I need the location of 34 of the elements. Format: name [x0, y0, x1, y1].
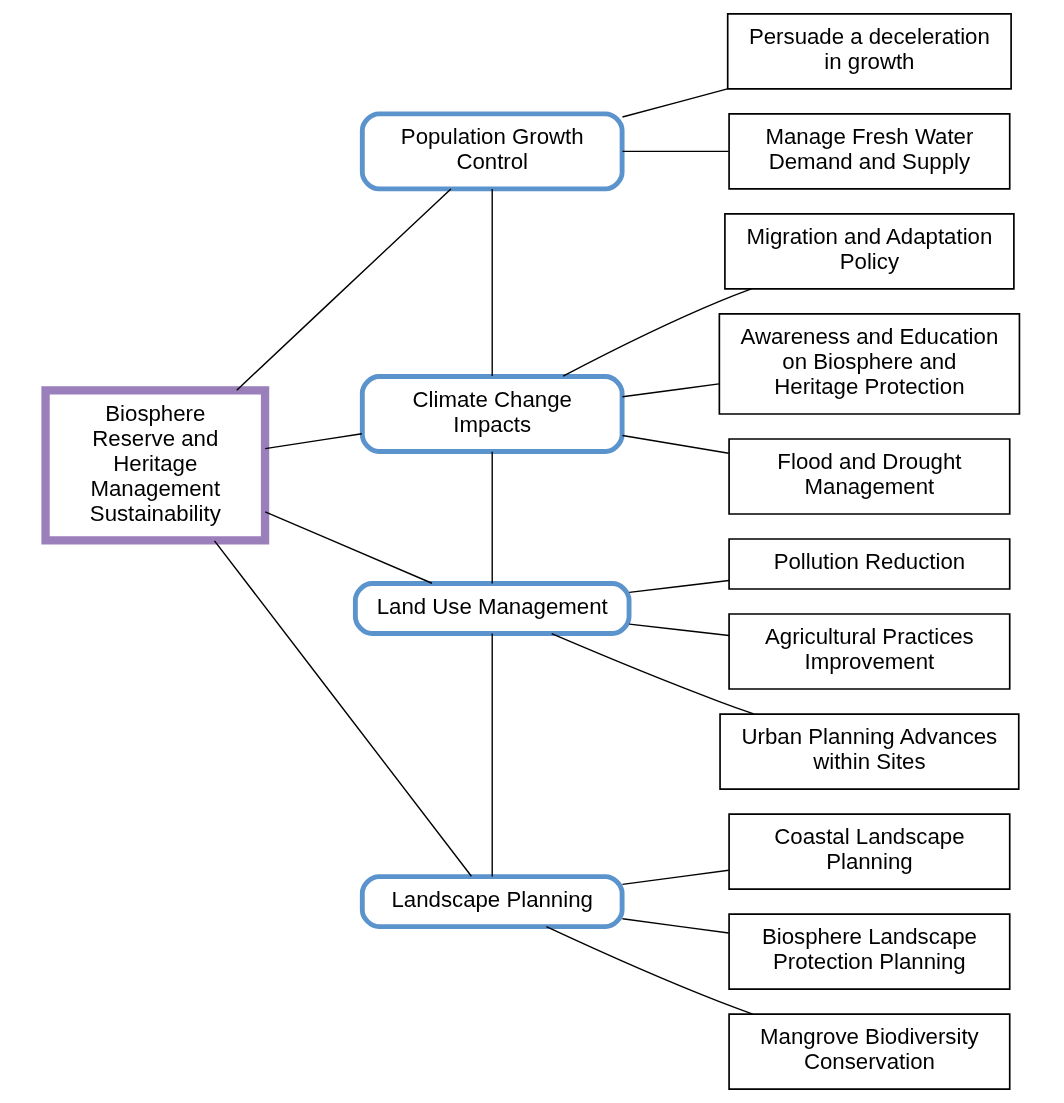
node-box: Landscape Planning: [359, 874, 625, 930]
connector: [263, 511, 433, 584]
node-box: Pollution Reduction: [727, 538, 1011, 590]
node-box: Biosphere Reserve and Heritage Management Sustainability: [40, 386, 269, 545]
node-box: Mangrove Biodiversity Conservation: [727, 1013, 1011, 1090]
connector: [491, 451, 493, 585]
connector: [561, 288, 752, 377]
node-box: Flood and Drought Management: [727, 438, 1011, 515]
connector: [621, 434, 729, 454]
connector: [213, 540, 472, 877]
connector: [621, 88, 728, 118]
node-box: Climate Change Impacts: [359, 374, 625, 454]
node-box: Manage Fresh Water Demand and Supply: [727, 113, 1011, 190]
node-box: Migration and Adaptation Policy: [723, 213, 1015, 290]
connector: [621, 918, 729, 934]
node-box: Awareness and Education on Biosphere and Heritage Protection: [718, 313, 1020, 415]
connector: [545, 925, 753, 1015]
connector: [235, 188, 452, 391]
node-box: Biosphere Landscape Protection Planning: [727, 913, 1011, 990]
connector: [621, 383, 720, 398]
connector: [628, 623, 730, 637]
connector: [550, 632, 754, 715]
connector: [491, 188, 493, 377]
node-box: Land Use Management: [352, 581, 631, 636]
node-box: Urban Planning Advances within Sites: [718, 713, 1020, 790]
node-box: Agricultural Practices Improvement: [727, 613, 1011, 690]
connector: [621, 869, 729, 886]
connector: [263, 433, 363, 450]
node-box: Coastal Landscape Planning: [727, 813, 1011, 890]
node-box: Population Growth Control: [359, 111, 625, 192]
connector: [621, 150, 729, 153]
node-box: Persuade a deceleration in growth: [726, 13, 1012, 90]
connector: [628, 579, 730, 594]
connector: [491, 632, 493, 878]
